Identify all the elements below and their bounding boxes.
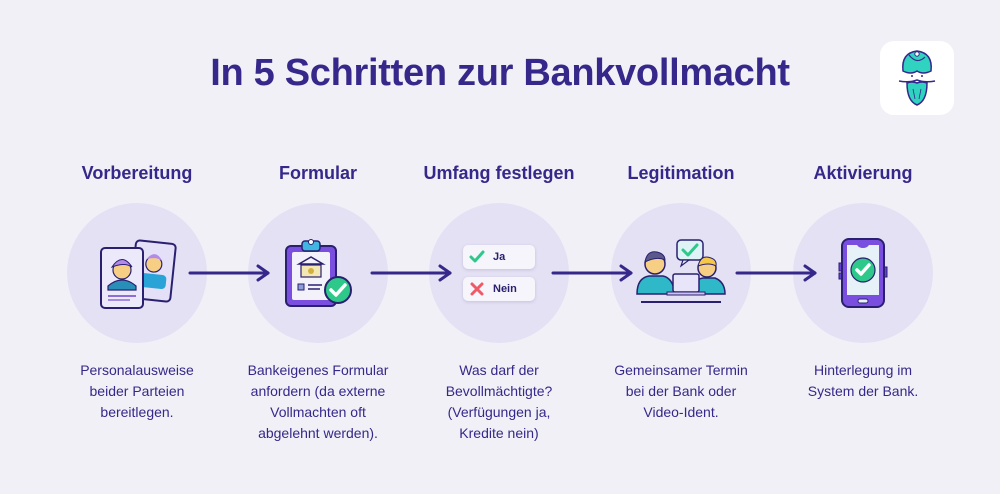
clipboard-bank-check-icon <box>285 239 352 307</box>
step-4-circle <box>611 203 751 343</box>
step-1-description: Personalausweise beider Parteien bereitl… <box>47 360 227 423</box>
arrow-right-icon <box>188 264 270 282</box>
cross-icon <box>470 282 484 296</box>
description-line: Hinterlegung im <box>813 362 913 378</box>
description-line: Gemeinsamer Termin <box>614 362 748 378</box>
genie-logo-icon <box>898 50 936 106</box>
description-line: abgelehnt werden). <box>258 425 378 441</box>
step-2-circle <box>248 203 388 343</box>
step-2-title: Formular <box>278 163 357 183</box>
choice-yes: Ja <box>463 245 535 269</box>
description-line: System der Bank. <box>807 383 919 399</box>
description-line: beider Parteien <box>89 383 185 399</box>
step-2-description: Bankeigenes Formular anfordern (da exter… <box>228 360 408 444</box>
step-1-title: Vorbereitung <box>81 163 193 183</box>
arrow-right-icon <box>551 264 633 282</box>
step-5-description: Hinterlegung im System der Bank. <box>773 360 953 402</box>
description-line: Bankeigenes Formular <box>247 362 389 378</box>
choice-yes-label: Ja <box>493 251 506 263</box>
step-4-description: Gemeinsamer Termin bei der Bank oder Vid… <box>591 360 771 423</box>
id-cards-icon <box>100 239 177 309</box>
check-icon <box>469 250 485 263</box>
choice-no: Nein <box>463 277 535 301</box>
description-line: bereitlegen. <box>100 404 174 420</box>
step-3-circle: Ja Nein <box>429 203 569 343</box>
description-line: Bevollmächtigte? <box>445 383 553 399</box>
step-3-description: Was darf der Bevollmächtigte? (Verfügung… <box>409 360 589 444</box>
description-line: Kredite nein) <box>459 425 539 441</box>
step-3-title: Umfang festlegen <box>423 163 575 183</box>
description-line: Vollmachten oft <box>270 404 366 420</box>
choice-no-label: Nein <box>493 283 517 295</box>
phone-check-icon <box>838 238 888 308</box>
description-line: Video-Ident. <box>643 404 719 420</box>
description-line: bei der Bank oder <box>625 383 737 399</box>
step-4-title: Legitimation <box>627 163 735 183</box>
arrow-right-icon <box>735 264 817 282</box>
meeting-laptop-icon <box>636 239 726 303</box>
step-1-circle <box>67 203 207 343</box>
description-line: Personalausweise <box>80 362 194 378</box>
page-title: In 5 Schritten zur Bankvollmacht <box>210 52 790 94</box>
description-line: anfordern (da externe <box>250 383 386 399</box>
yes-no-choice-icon: Ja Nein <box>463 245 535 301</box>
arrow-right-icon <box>370 264 452 282</box>
logo <box>880 41 954 115</box>
description-line: (Verfügungen ja, <box>447 404 551 420</box>
step-5-title: Aktivierung <box>813 163 913 183</box>
description-line: Was darf der <box>459 362 539 378</box>
